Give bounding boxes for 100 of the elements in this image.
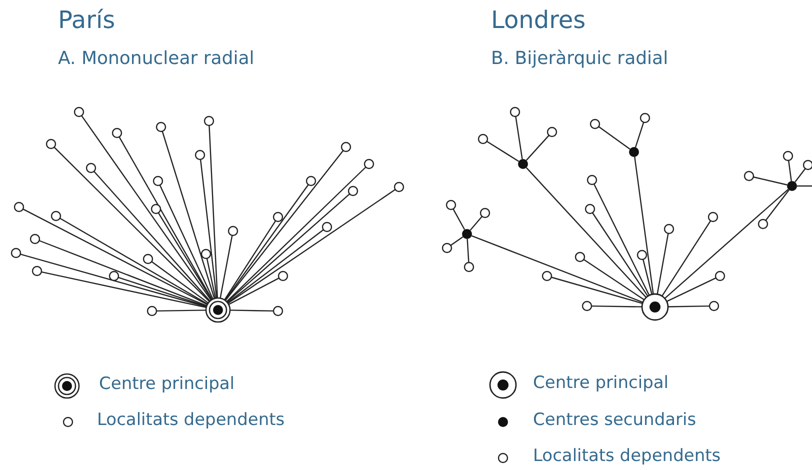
dependent-locality-circle — [10, 248, 22, 258]
dependent-locality-circle — [542, 270, 552, 282]
dependent-locality-circle — [640, 112, 650, 124]
dependent-locality-circle — [442, 242, 452, 254]
dependent-locality-circle — [714, 270, 726, 282]
dependent-locality-circle — [156, 122, 166, 132]
connecting-line — [452, 208, 466, 230]
dependent-locality-circle — [200, 248, 212, 260]
connecting-line — [118, 276, 207, 307]
connecting-line — [450, 236, 464, 246]
dependent-locality-circle — [510, 106, 520, 118]
connecting-line — [656, 233, 669, 294]
dependent-locality-circle — [204, 116, 214, 126]
dependent-locality-circle — [480, 208, 490, 218]
city-title: Londres — [491, 6, 586, 34]
dependent-locality-circle — [708, 212, 718, 222]
connecting-line — [60, 218, 208, 304]
secondary-centre-dot — [787, 181, 797, 191]
dependent-locality-circle — [340, 142, 352, 152]
connecting-line — [158, 212, 212, 300]
connecting-line — [22, 208, 208, 306]
connecting-line — [668, 305, 710, 308]
legend-label: Localitats dependents — [533, 446, 721, 466]
dependent-locality-circle — [394, 182, 404, 192]
connecting-line — [228, 189, 396, 304]
dependent-locality-circle — [46, 138, 56, 150]
main-centre-symbol — [641, 293, 669, 321]
connecting-line — [94, 170, 210, 302]
secondary-centre-dot — [518, 159, 528, 169]
dependent-locality-circle — [478, 134, 488, 144]
dependent-locality-circle — [272, 306, 284, 316]
dependent-locality-circle — [574, 252, 586, 262]
connecting-line — [162, 131, 215, 299]
dependent-locality-circle — [194, 150, 206, 160]
connecting-line — [118, 136, 213, 300]
dependent-locality-circle — [582, 300, 592, 312]
connecting-line — [466, 238, 470, 263]
dependent-locality-circle — [108, 270, 120, 282]
model-subtitle: A. Mononuclear radial — [58, 48, 254, 69]
dependent-locality-circle — [664, 224, 674, 234]
connecting-line — [206, 258, 216, 298]
connecting-line — [598, 126, 630, 150]
connecting-line — [486, 140, 520, 162]
connecting-line — [228, 278, 280, 305]
legend-label: Centre principal — [533, 373, 669, 393]
dependent-locality-circle — [322, 222, 332, 232]
dependent-locality-circle — [446, 200, 456, 210]
legend-label: Centres secundaris — [533, 410, 696, 430]
connecting-line — [593, 184, 650, 296]
dependent-locality-circle — [782, 150, 794, 162]
dependent-locality-circle — [348, 186, 358, 196]
dependent-locality-circle — [584, 204, 596, 214]
dependent-locality-circle — [272, 212, 284, 222]
connecting-line — [226, 194, 350, 303]
connecting-line — [224, 150, 344, 301]
dependent-locality-circle — [50, 210, 62, 222]
dependent-locality-circle — [708, 300, 720, 312]
dependent-locality-circle — [152, 176, 164, 186]
connecting-line — [634, 156, 654, 294]
model-subtitle: B. Bijeràrquic radial — [491, 48, 668, 69]
connecting-line — [662, 220, 712, 296]
dependent-locality-circle — [278, 270, 288, 282]
connecting-line — [526, 167, 647, 298]
dependent-locality-circle — [150, 204, 162, 214]
connecting-line — [227, 229, 324, 304]
connecting-line — [471, 235, 644, 303]
dependent-locality-circle — [546, 126, 558, 138]
legend-label: Centre principal — [99, 374, 235, 394]
connecting-line — [81, 115, 212, 301]
connecting-line — [20, 254, 207, 308]
connecting-line — [156, 310, 206, 312]
dependent-locality-circle — [586, 174, 598, 186]
dependent-locality-circle — [744, 170, 754, 182]
dependent-locality-circle — [32, 266, 42, 276]
dependent-locality-circle — [112, 128, 122, 138]
dependent-locality-circle — [146, 306, 158, 316]
connecting-line — [551, 276, 643, 304]
connecting-line — [470, 216, 483, 231]
connecting-line — [54, 146, 210, 302]
connecting-line — [208, 125, 218, 298]
connecting-line — [591, 305, 642, 308]
connecting-line — [753, 176, 788, 186]
dependent-locality-circle — [30, 234, 40, 244]
dependent-locality-circle — [636, 250, 648, 260]
connecting-line — [664, 188, 789, 299]
connecting-line — [159, 184, 214, 300]
dependent-locality-circle — [86, 162, 96, 174]
connecting-line — [220, 235, 233, 298]
connecting-line — [38, 240, 208, 306]
connecting-line — [226, 166, 366, 302]
secondary-centre-dot — [462, 229, 472, 239]
connecting-line — [200, 159, 218, 298]
connecting-line — [794, 168, 806, 182]
connecting-line — [583, 259, 645, 300]
connecting-line — [230, 310, 274, 312]
main-centre-symbol — [205, 297, 231, 323]
connecting-line — [788, 160, 792, 182]
connecting-line — [224, 220, 276, 300]
connecting-line — [526, 134, 550, 161]
dependent-locality-circle — [228, 226, 238, 236]
